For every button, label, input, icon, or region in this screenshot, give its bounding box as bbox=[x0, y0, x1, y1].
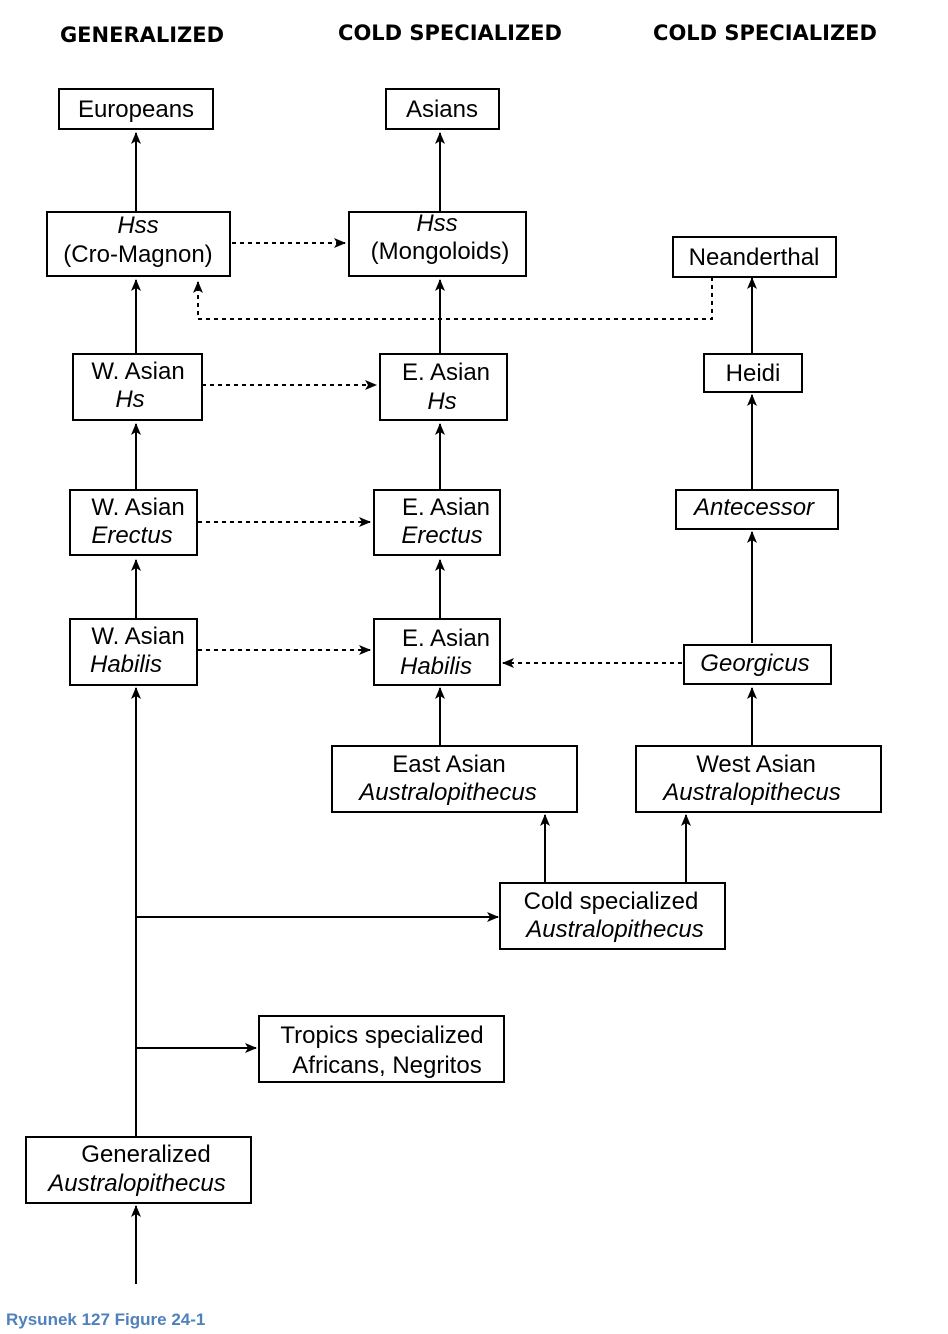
svg-text:Australopithecus: Australopithecus bbox=[524, 916, 703, 943]
dashed-neanderthal-cro bbox=[193, 277, 713, 320]
svg-text:E. Asian: E. Asian bbox=[402, 359, 490, 386]
box-w-asian-habilis: W. Asian Habilis bbox=[69, 618, 198, 686]
svg-text:Hs: Hs bbox=[115, 386, 144, 413]
svg-text:Habilis: Habilis bbox=[400, 653, 472, 680]
header-generalized: GENERALIZED bbox=[60, 23, 224, 47]
header-cold-specialized-1: COLD SPECIALIZED bbox=[338, 21, 562, 45]
box-hss-mongoloids: Hss (Mongoloids) bbox=[348, 210, 527, 277]
svg-text:Heidi: Heidi bbox=[726, 360, 781, 387]
svg-text:Antecessor: Antecessor bbox=[692, 494, 815, 521]
svg-text:Cold specialized: Cold specialized bbox=[524, 888, 699, 915]
box-e-asian-hs: E. Asian Hs bbox=[379, 353, 508, 421]
svg-text:Erectus: Erectus bbox=[91, 522, 172, 549]
box-east-asian-australopithecus: East Asian Australopithecus bbox=[331, 745, 578, 813]
svg-text:Erectus: Erectus bbox=[401, 522, 482, 549]
svg-text:West Asian: West Asian bbox=[696, 751, 816, 778]
box-e-asian-erectus: E. Asian Erectus bbox=[373, 489, 501, 556]
box-west-asian-australopithecus: West Asian Australopithecus bbox=[635, 745, 882, 813]
box-w-asian-erectus: W. Asian Erectus bbox=[69, 489, 198, 556]
box-antecessor: Antecessor bbox=[675, 489, 839, 530]
box-hss-cro-magnon: Hss (Cro-Magnon) bbox=[46, 211, 231, 277]
svg-text:E. Asian: E. Asian bbox=[402, 494, 490, 521]
svg-text:W. Asian: W. Asian bbox=[91, 358, 184, 385]
svg-text:Australopithecus: Australopithecus bbox=[357, 779, 536, 806]
svg-text:(Mongoloids): (Mongoloids) bbox=[371, 238, 510, 265]
svg-text:(Cro-Magnon): (Cro-Magnon) bbox=[63, 241, 212, 268]
header-cold-specialized-2: COLD SPECIALIZED bbox=[653, 21, 877, 45]
box-e-asian-habilis: E. Asian Habilis bbox=[373, 618, 501, 686]
svg-text:Hss: Hss bbox=[416, 210, 457, 237]
svg-text:E. Asian: E. Asian bbox=[402, 625, 490, 652]
box-heidi: Heidi bbox=[703, 353, 803, 393]
svg-text:Australopithecus: Australopithecus bbox=[46, 1170, 225, 1197]
svg-text:Georgicus: Georgicus bbox=[700, 650, 809, 677]
svg-text:Neanderthal: Neanderthal bbox=[689, 244, 820, 271]
dashed-connectors bbox=[193, 238, 713, 668]
box-cold-specialized-australopithecus: Cold specialized Australopithecus bbox=[499, 882, 726, 950]
box-georgicus: Georgicus bbox=[683, 644, 832, 685]
svg-text:Tropics specialized: Tropics specialized bbox=[280, 1022, 483, 1049]
svg-text:Australopithecus: Australopithecus bbox=[661, 779, 840, 806]
box-tropics-specialized: Tropics specialized Africans, Negritos bbox=[258, 1015, 505, 1083]
svg-text:W. Asian: W. Asian bbox=[91, 494, 184, 521]
svg-text:Habilis: Habilis bbox=[90, 651, 162, 678]
solid-connectors bbox=[131, 132, 757, 1284]
svg-text:Asians: Asians bbox=[406, 96, 478, 123]
svg-text:Hs: Hs bbox=[427, 388, 456, 415]
box-asians: Asians bbox=[385, 88, 500, 130]
box-europeans: Europeans bbox=[58, 88, 214, 130]
box-w-asian-hs: W. Asian Hs bbox=[72, 353, 203, 421]
figure-caption: Rysunek 127 Figure 24-1 bbox=[6, 1310, 206, 1329]
svg-text:Hss: Hss bbox=[117, 212, 158, 239]
box-neanderthal: Neanderthal bbox=[672, 236, 837, 278]
svg-text:East Asian: East Asian bbox=[392, 751, 505, 778]
svg-text:Africans, Negritos: Africans, Negritos bbox=[292, 1052, 481, 1079]
box-generalized-australopithecus: Generalized Australopithecus bbox=[25, 1136, 252, 1204]
svg-text:Generalized: Generalized bbox=[81, 1141, 210, 1168]
svg-text:W. Asian: W. Asian bbox=[91, 623, 184, 650]
svg-text:Europeans: Europeans bbox=[78, 96, 194, 123]
